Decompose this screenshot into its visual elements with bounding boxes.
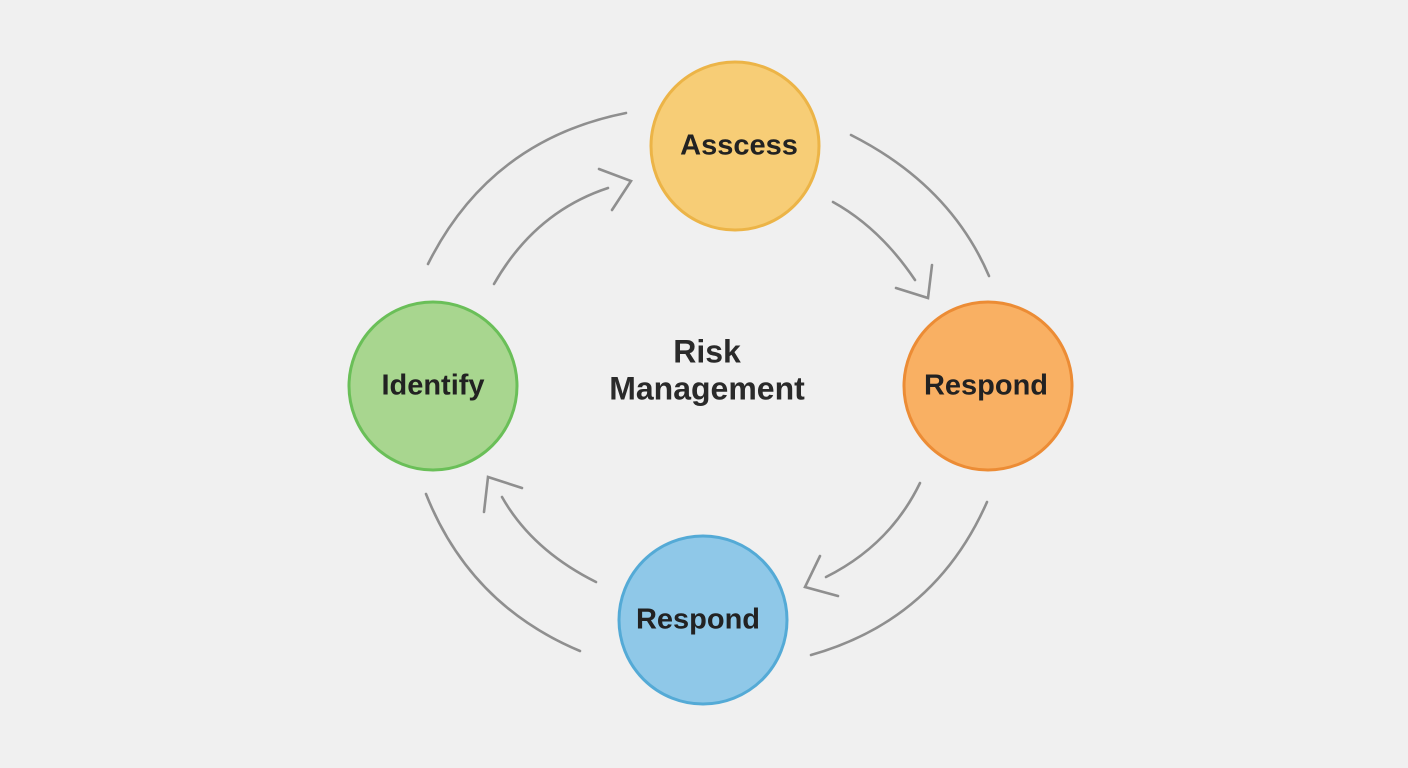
outer-arc-identify-to-assess (426, 111, 628, 266)
arrow-shaft (831, 200, 917, 282)
outer-arc-respond-to-identify (424, 492, 582, 653)
node-circle (902, 300, 1074, 472)
outer-arc-respond-to-respond (809, 500, 989, 657)
node-label: Asscess (680, 130, 798, 162)
node-circle (347, 300, 519, 472)
center-title: Risk Management (609, 333, 805, 406)
node-label: Respond (924, 370, 1048, 402)
node-assess: Asscess (649, 60, 821, 232)
arrow-assess-to-respond (831, 200, 934, 300)
arrow-respond-to-identify (482, 475, 598, 584)
arrow-respond-to-respond (803, 481, 922, 598)
arrow-shaft (492, 186, 610, 286)
arrowhead-icon (894, 263, 934, 300)
arrow-identify-to-assess (492, 167, 633, 286)
node-circle (649, 60, 821, 232)
node-identify: Identify (347, 300, 519, 472)
outer-arc-assess-to-respond (849, 133, 991, 278)
node-label: Identify (381, 370, 484, 402)
arrow-shaft (500, 495, 598, 584)
node-respond-bottom: Respond (617, 534, 789, 706)
node-circle (617, 534, 789, 706)
node-respond-right: Respond (902, 300, 1074, 472)
arrowhead-icon (597, 167, 633, 212)
arrowhead-icon (803, 554, 840, 598)
center-title-line-1: Risk (673, 333, 741, 369)
arrowhead-icon (482, 475, 524, 514)
arrow-shaft (824, 481, 922, 579)
center-title-line-2: Management (609, 370, 805, 406)
node-label: Respond (636, 604, 760, 636)
